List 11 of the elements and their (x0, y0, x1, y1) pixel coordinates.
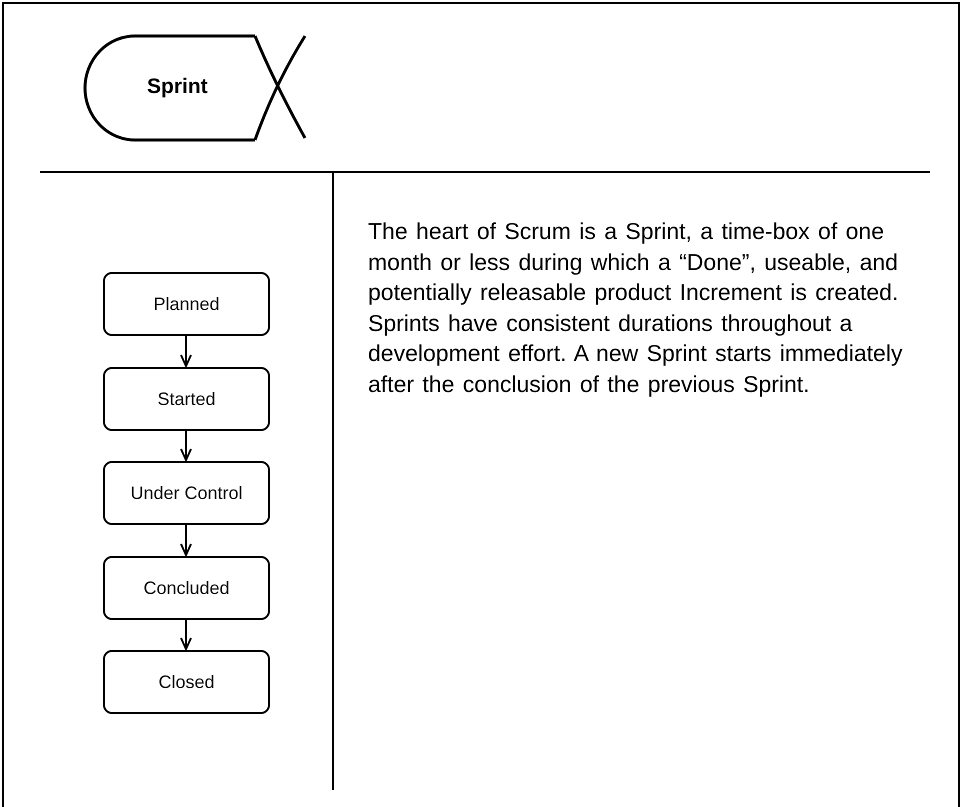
arrow (180, 525, 192, 556)
title-text: Sprint (147, 75, 208, 99)
arrow (180, 620, 192, 650)
state-box: Closed (103, 650, 270, 714)
arrow (180, 431, 192, 461)
description-text: The heart of Scrum is a Sprint, a time-box of one month or less during which a “Done”, useable, and potentially releasable product Increment is created. Sprints have consistent durations throughout a development effort. A new Sprint starts immediately after the conclusion of the previous Sprint. (368, 217, 904, 399)
state-box: Planned (103, 272, 270, 336)
state-box: Under Control (103, 461, 270, 525)
arrow (180, 336, 192, 367)
state-box: Concluded (103, 556, 270, 620)
state-box: Started (103, 367, 270, 431)
